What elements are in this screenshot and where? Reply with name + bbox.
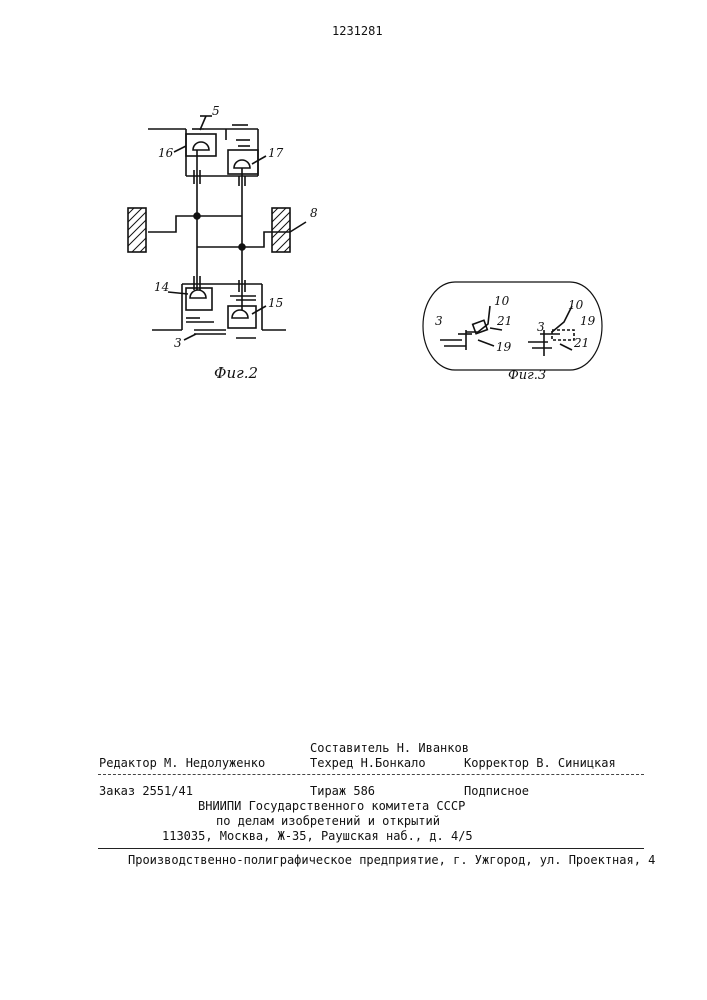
circulation: Тираж 586 [310,784,375,798]
figure-3-drawing [0,0,707,400]
fig3-label-3-left: 3 [435,314,443,328]
divider-2 [98,848,644,849]
editor: Редактор М. Недолуженко [99,756,265,770]
divider-1 [98,774,644,775]
fig3-label-19-left: 19 [496,340,511,354]
org-address: 113035, Москва, Ж-35, Раушская наб., д. … [162,829,473,843]
techred: Техред Н.Бонкало [310,756,426,770]
fig3-label-3-right: 3 [537,320,545,334]
compiler: Составитель Н. Иванков [310,741,469,755]
org-line-1: ВНИИПИ Государственного комитета СССР [198,799,465,813]
fig3-label-21-left: 21 [497,314,512,328]
fig3-label-19-right: 19 [580,314,595,328]
printer: Производственно-полиграфическое предприя… [128,853,655,867]
corrector: Корректор В. Синицкая [464,756,616,770]
fig3-label-21-right: 21 [574,336,589,350]
fig3-label-10-right: 10 [568,298,583,312]
order: Заказ 2551/41 [99,784,193,798]
subscription: Подписное [464,784,529,798]
org-line-2: по делам изобретений и открытий [216,814,440,828]
fig3-label-10-left: 10 [494,294,509,308]
figure-3-caption: Фиг.3 [508,368,546,383]
